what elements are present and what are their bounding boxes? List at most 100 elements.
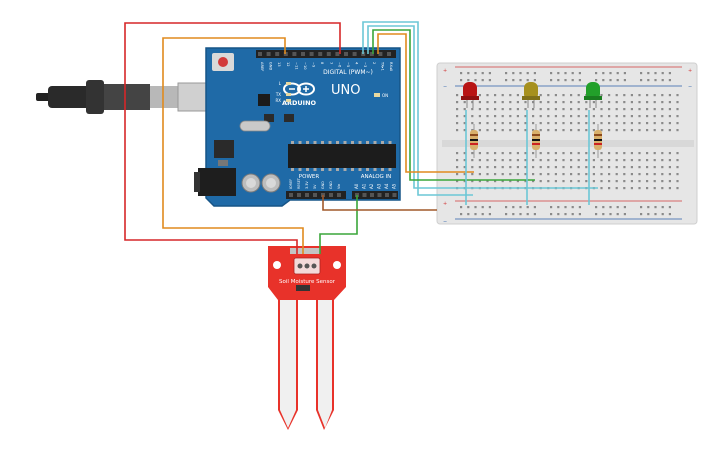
breadboard-hole[interactable] xyxy=(646,152,649,155)
rail-hole[interactable] xyxy=(557,213,560,216)
rail-hole[interactable] xyxy=(564,72,567,75)
breadboard-hole[interactable] xyxy=(608,159,611,162)
rail-hole[interactable] xyxy=(526,213,529,216)
breadboard-hole[interactable] xyxy=(585,173,588,176)
digital-pin[interactable] xyxy=(301,52,305,56)
breadboard-hole[interactable] xyxy=(623,94,626,97)
rail-hole[interactable] xyxy=(533,206,536,209)
breadboard-hole[interactable] xyxy=(676,94,679,97)
breadboard-hole[interactable] xyxy=(539,94,542,97)
breadboard-hole[interactable] xyxy=(539,101,542,104)
rail-hole[interactable] xyxy=(668,206,671,209)
breadboard-hole[interactable] xyxy=(456,166,459,169)
breadboard-hole[interactable] xyxy=(661,166,664,169)
breadboard-hole[interactable] xyxy=(661,187,664,190)
breadboard-hole[interactable] xyxy=(638,166,641,169)
breadboard-hole[interactable] xyxy=(501,101,504,104)
rail-hole[interactable] xyxy=(550,72,553,75)
rail-hole[interactable] xyxy=(640,72,643,75)
breadboard-hole[interactable] xyxy=(646,108,649,111)
breadboard-hole[interactable] xyxy=(494,152,497,155)
breadboard-hole[interactable] xyxy=(486,108,489,111)
wire-cyan-2[interactable] xyxy=(367,25,598,189)
breadboard-hole[interactable] xyxy=(501,115,504,118)
breadboard-hole[interactable] xyxy=(478,166,481,169)
rail-hole[interactable] xyxy=(647,72,650,75)
wire-green-top[interactable] xyxy=(372,29,535,181)
rail-hole[interactable] xyxy=(557,72,560,75)
digital-pin[interactable] xyxy=(378,52,383,56)
breadboard-hole[interactable] xyxy=(547,152,550,155)
breadboard-hole[interactable] xyxy=(486,101,489,104)
breadboard-hole[interactable] xyxy=(501,152,504,155)
breadboard-hole[interactable] xyxy=(668,187,671,190)
breadboard-hole[interactable] xyxy=(554,152,557,155)
breadboard-hole[interactable] xyxy=(577,129,580,132)
breadboard-hole[interactable] xyxy=(524,115,527,118)
breadboard-hole[interactable] xyxy=(638,129,641,132)
breadboard-hole[interactable] xyxy=(494,115,497,118)
breadboard-hole[interactable] xyxy=(456,101,459,104)
rail-hole[interactable] xyxy=(661,206,664,209)
rail-hole[interactable] xyxy=(467,206,470,209)
rail-hole[interactable] xyxy=(557,206,560,209)
breadboard-hole[interactable] xyxy=(653,152,656,155)
rail-hole[interactable] xyxy=(661,213,664,216)
breadboard-hole[interactable] xyxy=(562,101,565,104)
breadboard-hole[interactable] xyxy=(471,108,474,111)
wire-red[interactable] xyxy=(124,22,341,254)
breadboard-hole[interactable] xyxy=(676,108,679,111)
breadboard-hole[interactable] xyxy=(623,129,626,132)
breadboard-hole[interactable] xyxy=(646,187,649,190)
breadboard-hole[interactable] xyxy=(516,166,519,169)
breadboard-hole[interactable] xyxy=(562,129,565,132)
rail-hole[interactable] xyxy=(571,206,574,209)
power-pin[interactable] xyxy=(329,193,333,197)
wire-green-sensor[interactable] xyxy=(319,195,358,254)
breadboard-hole[interactable] xyxy=(516,108,519,111)
breadboard-hole[interactable] xyxy=(577,108,580,111)
breadboard-hole[interactable] xyxy=(600,122,603,125)
breadboard-hole[interactable] xyxy=(646,173,649,176)
breadboard-hole[interactable] xyxy=(516,94,519,97)
breadboard-hole[interactable] xyxy=(570,122,573,125)
analog-pin[interactable] xyxy=(362,193,367,197)
breadboard-hole[interactable] xyxy=(562,180,565,183)
breadboard-hole[interactable] xyxy=(463,159,466,162)
breadboard-hole[interactable] xyxy=(585,180,588,183)
rail-hole[interactable] xyxy=(595,72,598,75)
breadboard-hole[interactable] xyxy=(494,159,497,162)
breadboard-hole[interactable] xyxy=(501,122,504,125)
breadboard-hole[interactable] xyxy=(532,166,535,169)
led-red[interactable] xyxy=(461,82,479,108)
breadboard-hole[interactable] xyxy=(547,115,550,118)
rail-hole[interactable] xyxy=(488,206,491,209)
rail-hole[interactable] xyxy=(616,213,619,216)
rail-hole[interactable] xyxy=(488,213,491,216)
breadboard-hole[interactable] xyxy=(592,115,595,118)
rail-hole[interactable] xyxy=(474,79,477,82)
rail-hole[interactable] xyxy=(571,79,574,82)
rail-hole[interactable] xyxy=(460,72,463,75)
breadboard-hole[interactable] xyxy=(478,129,481,132)
rail-hole[interactable] xyxy=(609,206,612,209)
breadboard-hole[interactable] xyxy=(661,122,664,125)
breadboard-hole[interactable] xyxy=(524,152,527,155)
rail-hole[interactable] xyxy=(550,79,553,82)
rail-hole[interactable] xyxy=(609,72,612,75)
breadboard-hole[interactable] xyxy=(676,166,679,169)
breadboard-hole[interactable] xyxy=(524,173,527,176)
breadboard-hole[interactable] xyxy=(668,108,671,111)
power-pin[interactable] xyxy=(305,193,309,197)
rail-hole[interactable] xyxy=(519,213,522,216)
breadboard-hole[interactable] xyxy=(547,159,550,162)
breadboard-hole[interactable] xyxy=(615,173,618,176)
breadboard-hole[interactable] xyxy=(516,152,519,155)
breadboard-hole[interactable] xyxy=(668,115,671,118)
rail-hole[interactable] xyxy=(526,72,529,75)
breadboard-hole[interactable] xyxy=(554,122,557,125)
breadboard-hole[interactable] xyxy=(554,159,557,162)
breadboard-hole[interactable] xyxy=(592,122,595,125)
breadboard-hole[interactable] xyxy=(524,122,527,125)
rail-hole[interactable] xyxy=(557,79,560,82)
